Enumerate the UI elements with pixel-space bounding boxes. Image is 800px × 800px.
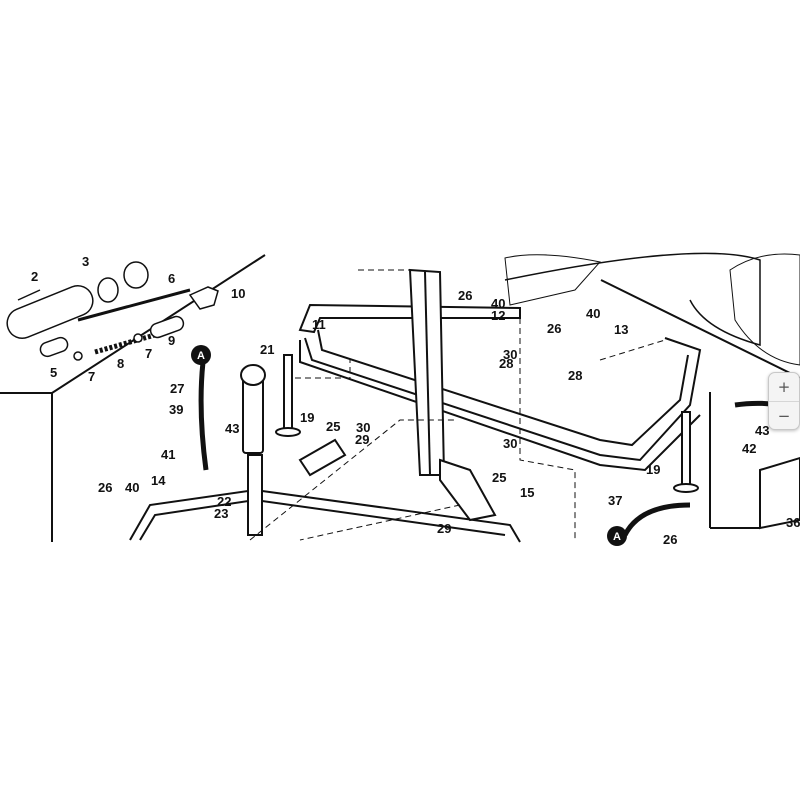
part-label: 29 [437,521,451,536]
vertical-post [408,268,446,476]
callout-label: A [613,531,621,543]
part-label: 5 [50,365,57,380]
part-label: 43 [225,421,239,436]
part-label: 40 [125,480,139,495]
part-label: 23 [214,506,228,521]
part-label: 14 [151,473,166,488]
part-label: 37 [608,493,622,508]
zoom-control: + − [768,372,800,430]
part-label: 40 [586,306,600,321]
part-label: 26 [98,480,112,495]
part-label: 43 [755,423,769,438]
part-label: 39 [169,402,183,417]
part-label: 10 [231,286,245,301]
part-label: 15 [520,485,534,500]
part-label: 30 [356,420,370,435]
tractor-background [504,252,800,366]
callout-label: A [197,350,205,362]
part-label: 11 [312,317,326,332]
part-label: 28 [568,368,582,383]
zoom-in-button[interactable]: + [777,378,791,396]
part-label: 7 [88,369,95,384]
part-label: 19 [646,462,660,477]
part-label: 9 [168,333,175,348]
part-label: 19 [300,410,314,425]
part-label: 41 [161,447,175,462]
part-label: 6 [168,271,175,286]
part-number-labels: 2 3 6 10 5 7 8 7 9 21 27 39 43 41 14 40 … [31,254,800,547]
part-label: 22 [217,494,231,509]
assembly-guide-lines [249,269,666,542]
zoom-out-button[interactable]: − [769,401,799,430]
part-label: 25 [492,470,506,485]
part-label: 30 [503,347,517,362]
inset-parts [6,261,219,361]
part-label: 29 [355,432,369,447]
part-label: 8 [117,356,124,371]
main-frame [298,303,702,472]
part-label: 25 [326,419,340,434]
part-label: 2 [31,269,38,284]
part-label: 26 [458,288,472,303]
part-label: 12 [491,308,505,323]
part-label: 40 [491,296,505,311]
part-label: 36 [786,515,800,530]
part-label: 30 [503,436,517,451]
part-label: 21 [260,342,274,357]
hydraulic-cylinder [198,361,266,536]
part-label: 26 [547,321,561,336]
pins [275,354,699,493]
callout-a-upper: A [191,345,211,365]
part-label: 13 [614,322,628,337]
part-label: 26 [663,532,677,547]
lower-arms [129,438,521,543]
part-label: 42 [742,441,756,456]
part-label: 28 [499,356,513,371]
part-label: 27 [170,381,184,396]
part-label: 7 [145,346,152,361]
bracket [759,456,800,530]
part-label: 3 [82,254,89,269]
callout-a-lower: A [607,526,627,546]
